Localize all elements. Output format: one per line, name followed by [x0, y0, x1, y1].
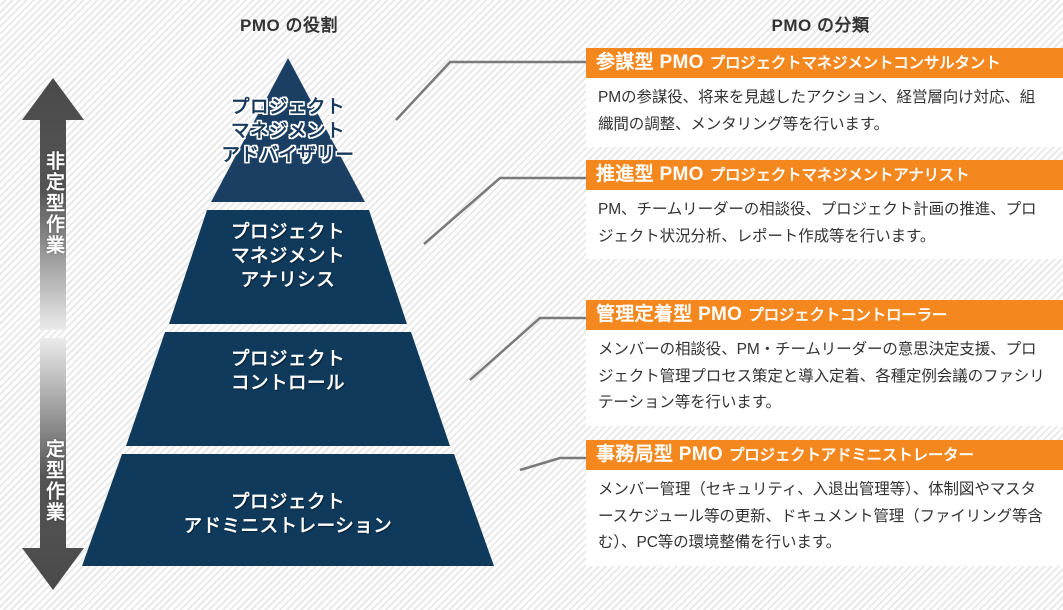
card-header: 事務局型 PMO プロジェクトアドミニストレーター — [586, 440, 1063, 470]
card-header: 管理定着型 PMO プロジェクトコントローラー — [586, 300, 1063, 330]
pyramid-tier-2 — [169, 210, 407, 324]
card-description: メンバーの相談役、PM・チームリーダーの意思決定支援、プロジェクト管理プロセス策… — [586, 330, 1063, 426]
pyramid-tier-3 — [126, 332, 450, 446]
left-column-heading: PMO の役割 — [240, 16, 338, 35]
card-role-label: プロジェクトコントローラー — [748, 307, 948, 324]
pyramid-shape — [82, 58, 494, 566]
card-type-label: 管理定着型 PMO — [596, 304, 743, 325]
card-description: PM、チームリーダーの相談役、プロジェクト計画の推進、プロジェクト状況分析、レポ… — [586, 190, 1063, 260]
classification-card: 推進型 PMO プロジェクトマネジメントアナリスト PM、チームリーダーの相談役、… — [586, 160, 1063, 260]
card-description: メンバー管理（セキュリティ、入退出管理等）、体制図やマスタースケジュール等の更新… — [586, 470, 1063, 566]
routine-work-label: 定型作業 — [43, 439, 64, 523]
pyramid-tier-4 — [82, 454, 494, 566]
classification-card: 管理定着型 PMO プロジェクトコントローラー メンバーの相談役、PM・チームリー… — [586, 300, 1063, 426]
non-routine-work-arrow: 非定型作業 — [22, 78, 84, 330]
card-header: 推進型 PMO プロジェクトマネジメントアナリスト — [586, 160, 1063, 190]
card-header: 参謀型 PMO プロジェクトマネジメントコンサルタント — [586, 48, 1063, 78]
card-role-label: プロジェクトアドミニストレーター — [728, 447, 974, 464]
card-type-label: 推進型 PMO — [596, 164, 704, 185]
arrow-up-icon — [22, 78, 84, 330]
right-column-heading: PMO の分類 — [771, 16, 870, 35]
routine-work-arrow: 定型作業 — [22, 338, 84, 590]
card-role-label: プロジェクトマネジメントコンサルタント — [709, 55, 1001, 72]
classification-card: 参謀型 PMO プロジェクトマネジメントコンサルタント PMの参謀役、将来を見越し… — [586, 48, 1063, 148]
pyramid-tier-1 — [211, 58, 365, 202]
non-routine-work-label: 非定型作業 — [43, 150, 64, 256]
classification-card: 事務局型 PMO プロジェクトアドミニストレーター メンバー管理（セキュリティ、入… — [586, 440, 1063, 566]
card-type-label: 参謀型 PMO — [596, 52, 704, 73]
card-type-label: 事務局型 PMO — [596, 444, 723, 465]
connector-line-4 — [519, 456, 586, 472]
pmo-role-pyramid: プロジェクト マネジメント アドバイザリー プロジェクト マネジメント アナリシ… — [78, 50, 498, 570]
arrow-down-icon — [22, 338, 84, 590]
card-role-label: プロジェクトマネジメントアナリスト — [709, 167, 970, 184]
card-description: PMの参謀役、将来を見越したアクション、経営層向け対応、組織間の調整、メンタリン… — [586, 78, 1063, 148]
